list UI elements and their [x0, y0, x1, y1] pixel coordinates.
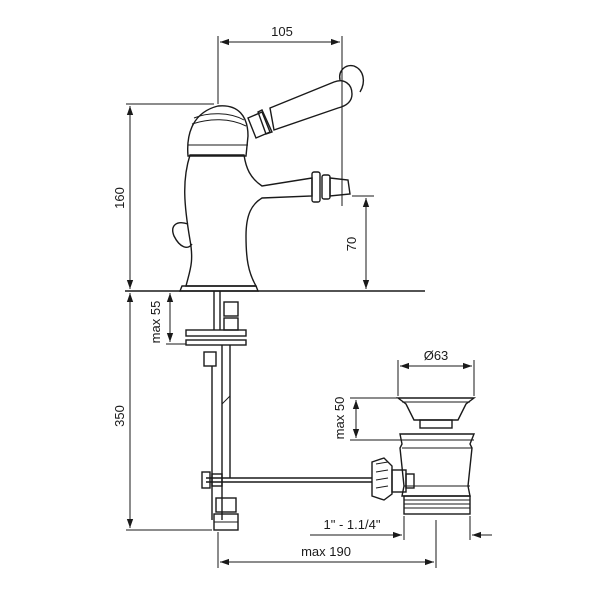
pop-up-waste	[371, 397, 477, 515]
dim-max-reach: max 190	[217, 520, 437, 568]
dim-waste-height: max 50	[332, 397, 400, 441]
dim-rod-length: 350	[112, 293, 212, 531]
dim-rod-length-label: 350	[112, 405, 127, 427]
dim-spout-height-label: 70	[344, 237, 359, 251]
faucet-body	[172, 105, 351, 292]
dim-thread: 1" - 1.1/4"	[310, 516, 492, 540]
dim-handle-reach: 105	[217, 24, 343, 206]
popup-rod	[201, 471, 372, 489]
dim-body-height-label: 160	[112, 187, 127, 209]
dim-spout-height: 70	[344, 195, 374, 289]
lever-handle	[247, 64, 365, 139]
fixing-assembly	[185, 291, 247, 531]
dim-waste-diameter-label: Ø63	[424, 348, 449, 363]
dim-waste-diameter: Ø63	[397, 348, 475, 396]
dim-waste-height-label: max 50	[332, 397, 347, 440]
dim-deck-thickness: max 55	[148, 293, 186, 345]
dim-handle-reach-label: 105	[271, 24, 293, 39]
dim-body-height: 160	[112, 103, 214, 289]
dim-deck-thickness-label: max 55	[148, 301, 163, 344]
dim-max-reach-label: max 190	[301, 544, 351, 559]
dim-thread-label: 1" - 1.1/4"	[324, 517, 381, 532]
